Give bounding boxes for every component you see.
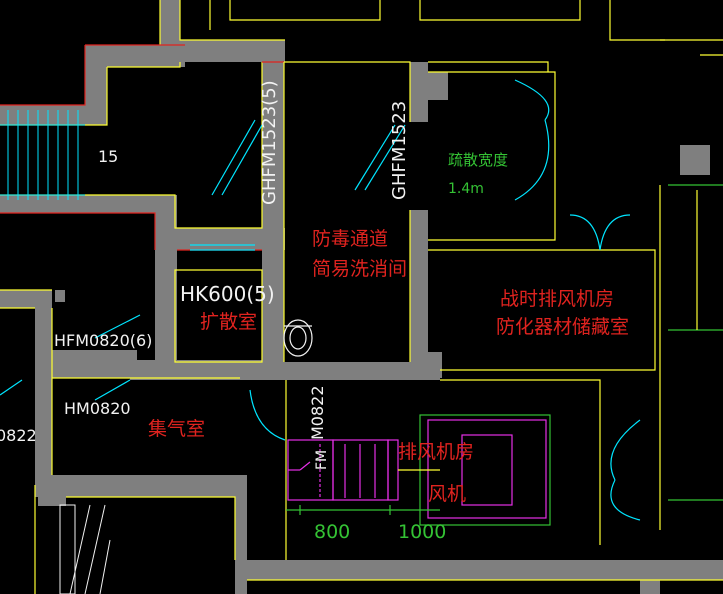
dimension-right: 1000: [398, 521, 446, 543]
door-label-hm: HM0820: [64, 399, 131, 418]
door-label-hk: HK600(5): [180, 282, 275, 306]
stair-hatch: [0, 110, 85, 200]
door-arcs: [249, 79, 641, 521]
door-label-left-cut: 0822: [0, 426, 37, 445]
room-wartime-line1: 战时排风机房: [500, 288, 614, 310]
label-fan: 风机: [428, 483, 466, 505]
room-fan: 排风机房: [398, 441, 474, 463]
door-label-m-b: FM: [314, 450, 330, 470]
room-corridor-line1: 防毒通道: [312, 228, 388, 250]
room-wartime-line2: 防化器材储藏室: [496, 316, 629, 338]
dimension-left: 800: [314, 521, 350, 543]
evac-width-value: 1.4m: [448, 181, 484, 197]
room-expansion: 扩散室: [200, 311, 257, 333]
door-label-m-a: M0822: [308, 385, 327, 440]
stair-lower: [59, 504, 111, 594]
basin-icon: [283, 319, 313, 357]
door-label-ghfm: GHFM1523: [389, 101, 410, 200]
room-gas-collection: 集气室: [148, 418, 205, 440]
door-swings: [0, 119, 406, 401]
stair-number: 15: [98, 147, 118, 166]
door-label-hfm: HFM0820(6): [54, 331, 152, 350]
evac-width-title: 疏散宽度: [448, 151, 508, 169]
room-corridor-line2: 简易洗消间: [312, 258, 407, 280]
door-label-ghfm-large: GHFM1523(5): [259, 80, 280, 205]
exhaust-fan-equipment: [286, 414, 551, 526]
